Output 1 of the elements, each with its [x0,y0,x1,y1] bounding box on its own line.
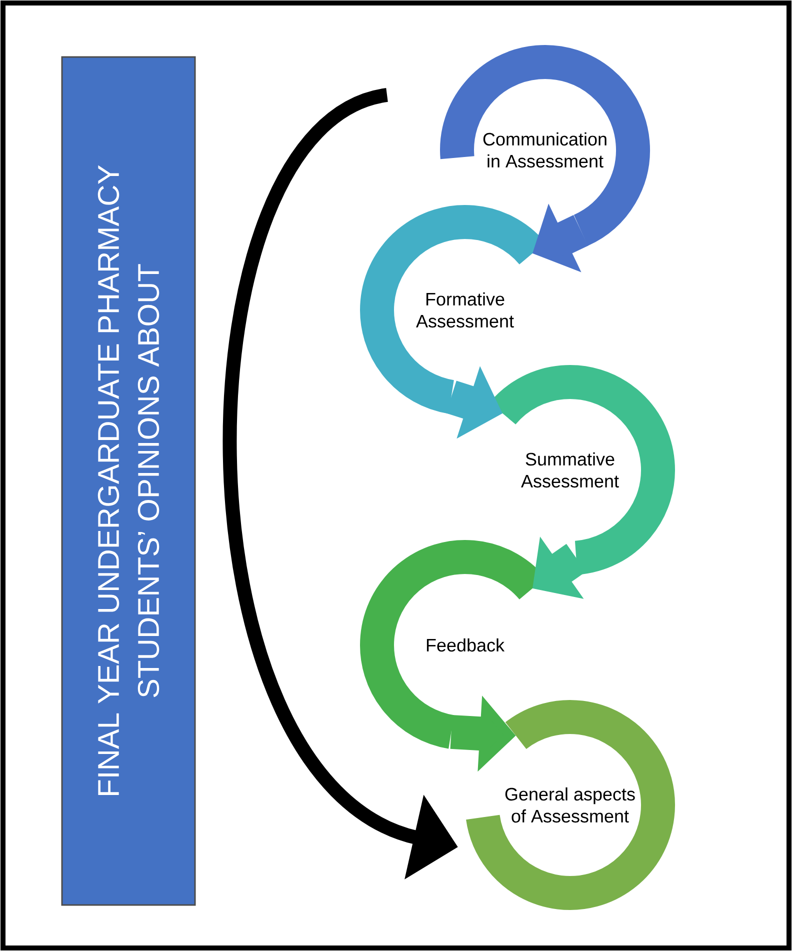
title-bar: FINAL YEAR UNDERGARDUATE PHARMACY STUDENTS’ OPINIONS ABOUT [61,56,196,906]
